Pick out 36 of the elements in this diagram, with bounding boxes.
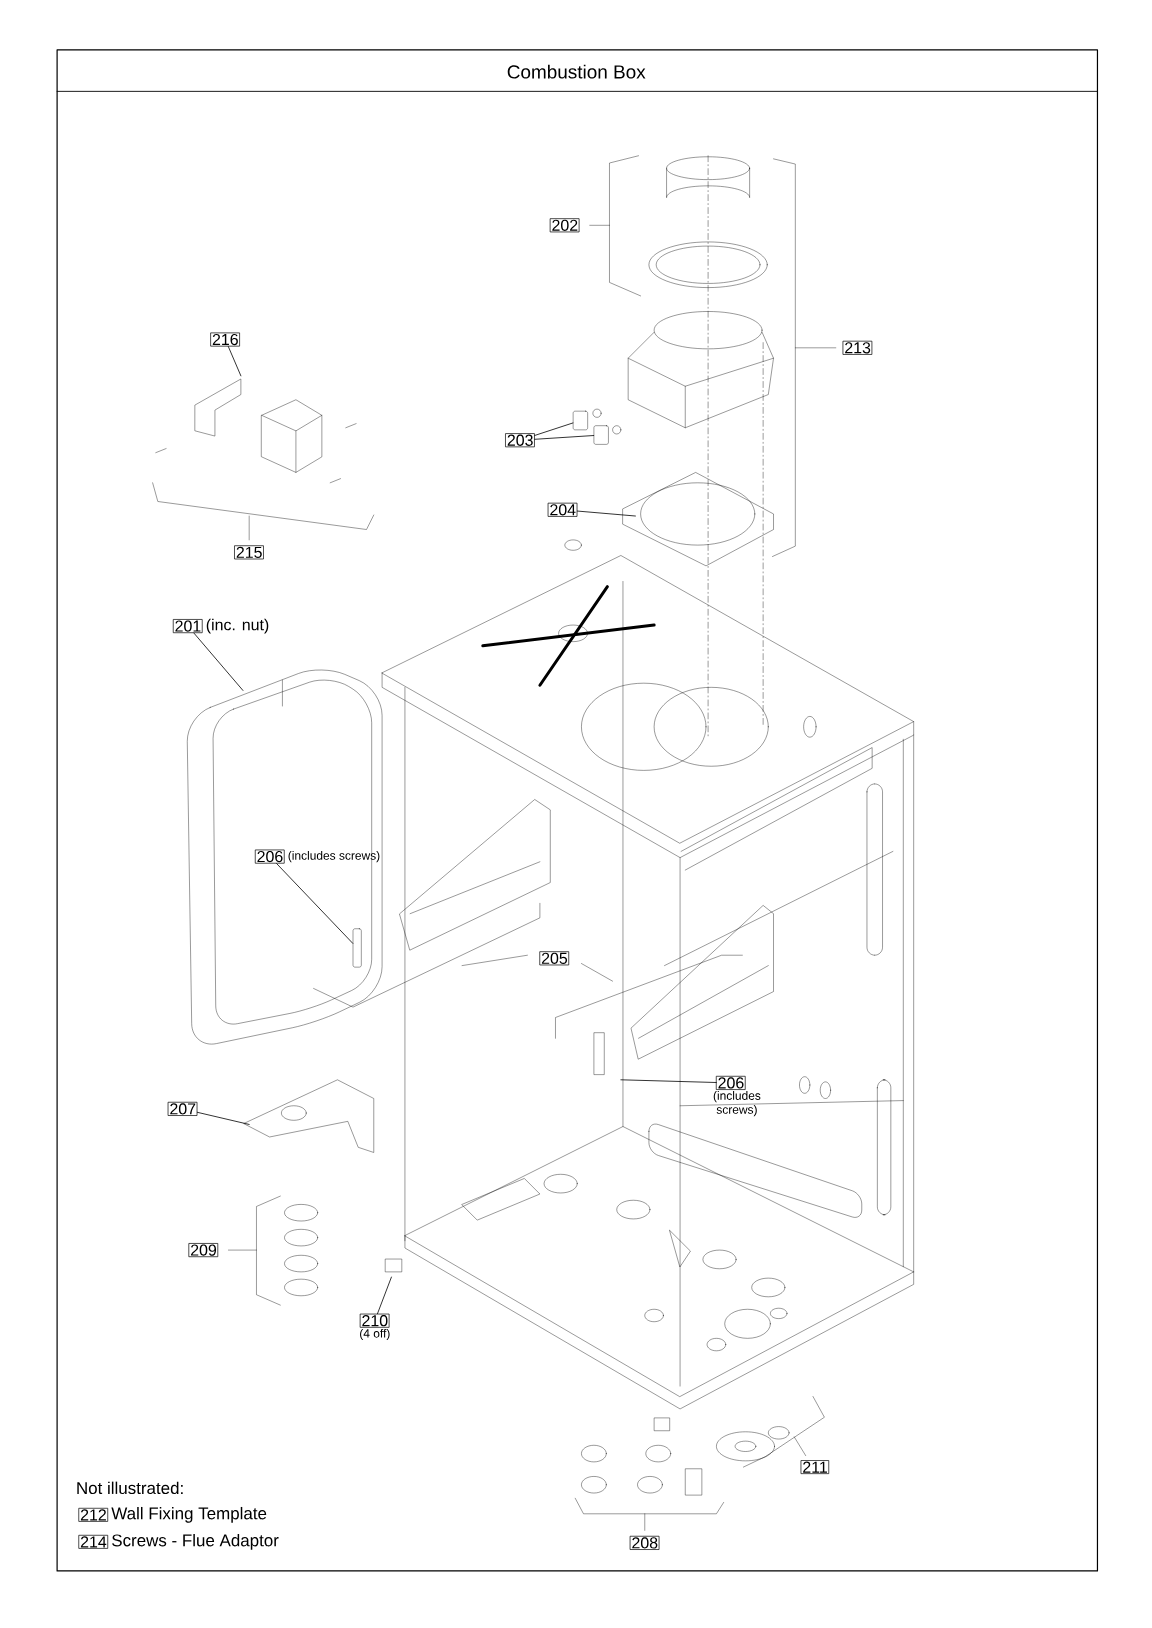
callout-number: 216 <box>210 332 240 347</box>
callout-number: 211 <box>800 1460 829 1474</box>
callout-number: 212 <box>78 1507 108 1522</box>
leader-line <box>227 346 242 377</box>
callout-number: 215 <box>234 545 264 560</box>
callout-number: 210 <box>359 1313 390 1328</box>
note-text: Wall Fixing Template <box>111 1506 266 1523</box>
note-text: (4 off) <box>359 1328 390 1340</box>
leader-line <box>376 1276 392 1315</box>
part-outline <box>593 425 609 445</box>
note-text: (includes screws) <box>713 1091 761 1117</box>
leader-line <box>576 510 636 517</box>
callout-number: 209 <box>188 1243 218 1258</box>
callout-number: 204 <box>547 502 578 517</box>
part-outline <box>572 410 588 431</box>
note-text: (includes screws) <box>288 851 380 863</box>
leader-line <box>534 422 574 436</box>
leader-line <box>193 632 244 691</box>
title: Combustion Box <box>507 64 646 79</box>
callout-number: 202 <box>549 218 580 233</box>
leader-line <box>196 1111 250 1125</box>
callout-number: 208 <box>629 1535 660 1550</box>
callout-number: 214 <box>78 1534 108 1549</box>
part-outline <box>352 928 362 968</box>
callout-number: 201 <box>173 619 203 634</box>
callout-number: 206 <box>255 849 285 864</box>
callout-number: 203 <box>505 433 535 448</box>
callout-number: 213 <box>842 340 873 355</box>
note-text: (inc. nut) <box>206 618 269 634</box>
note-text: Screws - Flue Adaptor <box>111 1533 279 1550</box>
callout-number: 205 <box>539 951 569 966</box>
callout-number: 206 <box>716 1075 746 1090</box>
leader-line <box>620 1079 717 1083</box>
callout-number: 207 <box>167 1101 198 1116</box>
leader-line <box>534 435 594 440</box>
note-text: Not illustrated: <box>77 1481 183 1495</box>
